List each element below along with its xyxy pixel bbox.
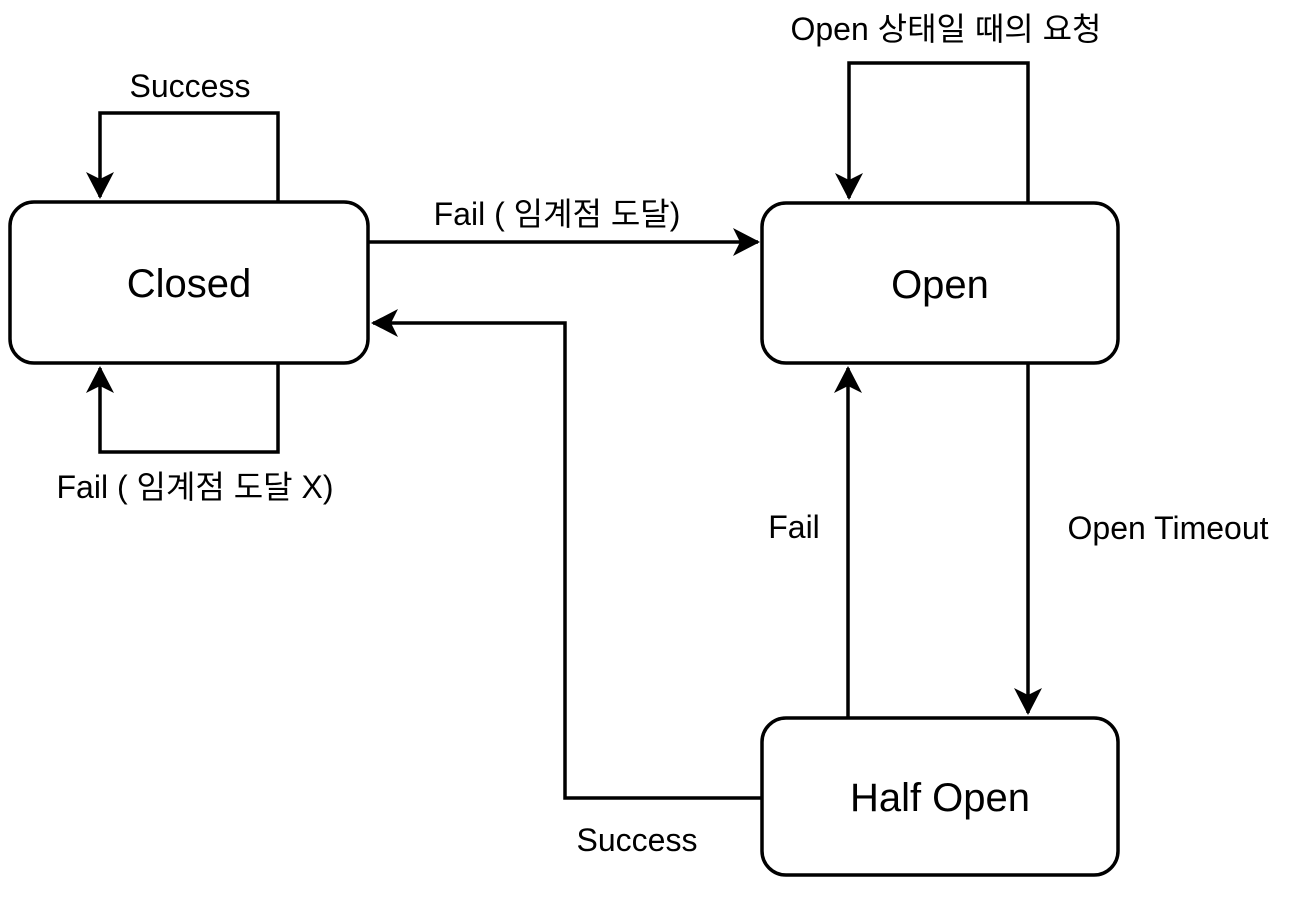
edge-open-request-self-loop bbox=[835, 61, 1030, 203]
edge-half-open-to-closed bbox=[371, 309, 762, 800]
state-node-open: Open bbox=[760, 201, 1120, 365]
state-box-closed bbox=[8, 200, 370, 365]
edge-label-fail-threshold-x: Fail ( 임계점 도달 X) bbox=[57, 469, 334, 505]
state-node-closed: Closed bbox=[8, 200, 370, 365]
edge-label-open-timeout: Open Timeout bbox=[1068, 510, 1269, 546]
edge-label-fail: Fail bbox=[768, 509, 820, 545]
edge-label-open-state-request: Open 상태일 때의 요청 bbox=[790, 11, 1101, 47]
edge-label-success-top: Success bbox=[130, 68, 251, 104]
state-box-open bbox=[760, 201, 1120, 365]
edge-label-fail-threshold: Fail ( 임계점 도달) bbox=[434, 196, 681, 232]
state-node-half-open: Half Open bbox=[760, 716, 1120, 877]
state-label-closed: Closed bbox=[127, 262, 252, 306]
edge-label-success-bottom: Success bbox=[577, 822, 698, 858]
state-label-open: Open bbox=[891, 263, 989, 307]
edge-closed-success-self-loop bbox=[86, 111, 280, 203]
state-label-half-open: Half Open bbox=[850, 776, 1030, 820]
state-box-half-open bbox=[760, 716, 1120, 877]
edge-closed-fail-self-loop bbox=[86, 363, 280, 454]
